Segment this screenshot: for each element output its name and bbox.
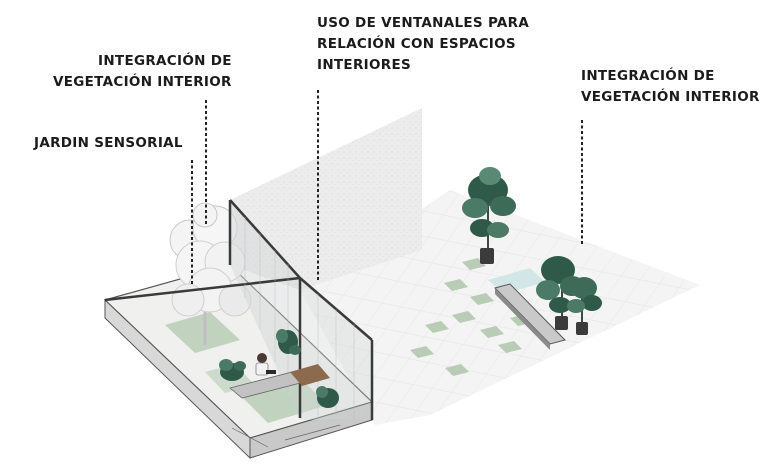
interior-plant-pair — [536, 256, 602, 335]
annotation-line: INTERIORES — [317, 57, 411, 73]
plant-left-room-1 — [219, 359, 246, 381]
wooden-planter — [290, 364, 330, 386]
interior-plant-tall — [462, 167, 516, 264]
annotation-line: JARDIN SENSORIAL — [34, 135, 183, 151]
dimension-marks — [231, 424, 341, 448]
plant-left-room-2 — [276, 329, 301, 355]
seated-person — [255, 353, 276, 376]
bench-top — [494, 283, 566, 345]
annotation-line: VEGETACIÓN INTERIOR — [581, 89, 760, 105]
annotation-line: INTEGRACIÓN DE — [98, 53, 232, 69]
glass-frame — [104, 199, 374, 420]
annotation-ventanales: USO DE VENTANALES PARA RELACIÓN CON ESPA… — [317, 13, 529, 76]
annotation-line: RELACIÓN CON ESPACIOS — [317, 36, 516, 52]
glass-partition-back — [230, 200, 300, 420]
annotation-line: USO DE VENTANALES PARA — [317, 15, 530, 31]
back-wall — [230, 108, 422, 290]
floor-patch — [165, 312, 240, 353]
annotation-vegetacion-interior-right: INTEGRACIÓN DE VEGETACIÓN INTERIOR — [581, 66, 760, 108]
annotation-vegetacion-interior-left: INTEGRACIÓN DE VEGETACIÓN INTERIOR — [53, 51, 232, 93]
annotation-line: INTEGRACIÓN DE — [581, 68, 715, 84]
annotation-jardin-sensorial: JARDIN SENSORIAL — [34, 133, 183, 154]
annotation-line: VEGETACIÓN INTERIOR — [53, 74, 232, 90]
plant-left-room-3 — [316, 386, 339, 408]
bench-side — [495, 288, 550, 350]
leader-lines — [191, 90, 583, 285]
